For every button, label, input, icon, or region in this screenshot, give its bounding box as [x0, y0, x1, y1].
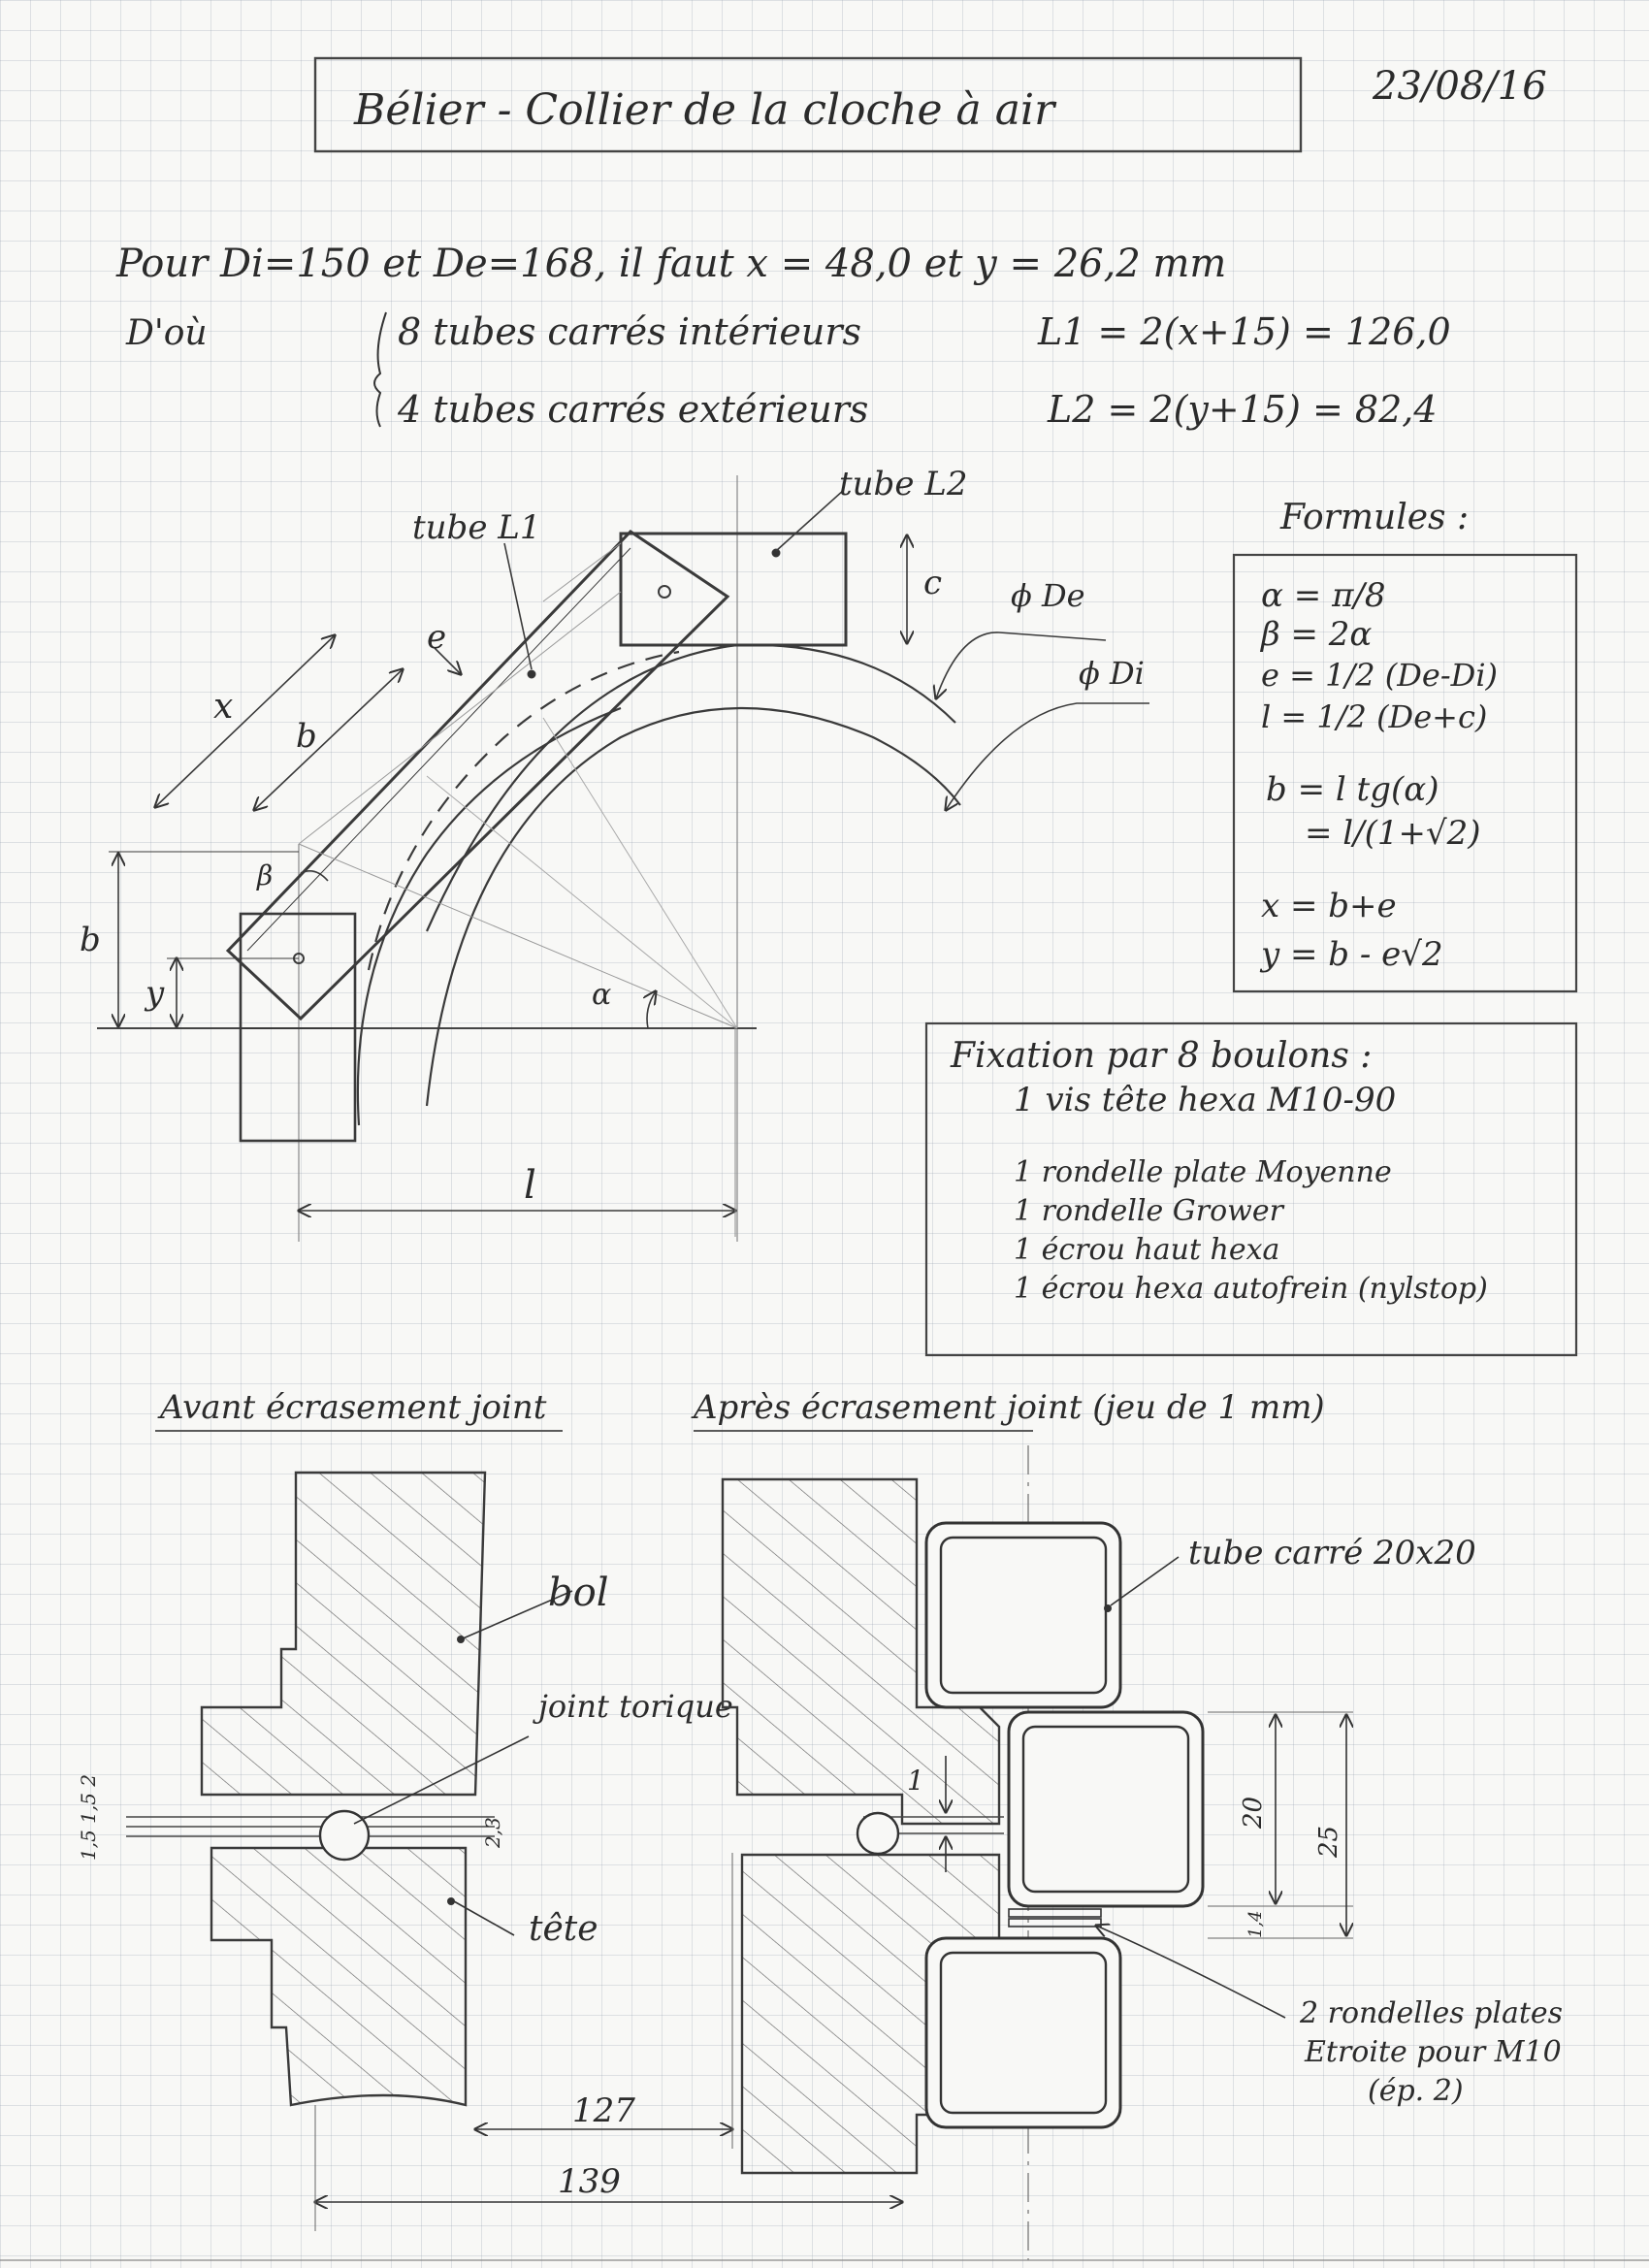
dim-14: 1,4 [1245, 1910, 1266, 1938]
formulas-frame [1232, 553, 1578, 993]
header: Bélier - Collier de la cloche à air 23/0… [313, 56, 1547, 153]
label-tube-l2: tube L2 [839, 465, 967, 503]
page-title: Bélier - Collier de la cloche à air [353, 85, 1057, 135]
dim-20: 20 [1239, 1797, 1268, 1830]
label-beta: β [256, 859, 273, 891]
dim-25: 25 [1314, 1826, 1343, 1859]
title-box [313, 56, 1303, 153]
formulas-title: Formules : [1279, 498, 1469, 537]
intro-text: Pour Di=150 et De=168, il faut x = 48,0 … [115, 242, 1451, 431]
fixation-item: 1 vis tête hexa M10-90 [1014, 1081, 1396, 1119]
fixation-box: Fixation par 8 boulons : 1 vis tête hexa… [924, 1021, 1578, 1357]
intro-row2-formula: L2 = 2(y+15) = 82,4 [1047, 388, 1438, 431]
label-c: c [923, 564, 942, 602]
label-tube-l1: tube L1 [412, 508, 540, 547]
intro-row1-desc: 8 tubes carrés intérieurs [398, 310, 861, 353]
formula-line: y = b - e√2 [1259, 935, 1443, 974]
label-tete: tête [529, 1909, 598, 1949]
label-y: y [144, 974, 165, 1013]
arc-mid-dashed [367, 650, 680, 971]
dim-1: 1 [907, 1765, 924, 1797]
intro-row1-formula: L1 = 2(x+15) = 126,0 [1037, 310, 1451, 353]
dou-label: D'où [125, 313, 208, 353]
dim-right: 2,3 [481, 1817, 504, 1849]
fixation-item: 1 rondelle Grower [1014, 1194, 1285, 1228]
arc-inner [356, 706, 622, 1126]
date: 23/08/16 [1372, 64, 1547, 109]
label-b-vert: b [80, 921, 101, 959]
formula-line: l = 1/2 (De+c) [1261, 698, 1487, 735]
fixation-item: 1 rondelle plate Moyenne [1014, 1155, 1392, 1189]
arc-de [425, 643, 956, 932]
label-b-diag: b [296, 717, 317, 756]
square-tube-top [924, 1521, 1122, 1709]
tube-l1-shape [225, 530, 730, 1021]
geometry-labels: tube L2 tube L1 c e x b b y β α l ϕ De ϕ… [80, 465, 1145, 1208]
formula-line: e = 1/2 (De-Di) [1261, 657, 1498, 694]
dim-left: 1,5 1,5 2 [77, 1774, 100, 1861]
label-joint: joint torique [533, 1688, 733, 1725]
brace [373, 311, 387, 428]
geometry-sketch [97, 475, 1149, 1242]
bol-shape [200, 1471, 487, 1797]
fixation-title: Fixation par 8 boulons : [950, 1036, 1372, 1076]
dim-139: 139 [558, 2162, 621, 2201]
intro-line-1: Pour Di=150 et De=168, il faut x = 48,0 … [115, 242, 1226, 286]
bol-after-shape [721, 1477, 1001, 1826]
section-after-title: Après écrasement joint (jeu de 1 mm) [691, 1388, 1325, 1427]
label-washers-3: (ép. 2) [1368, 2074, 1464, 2108]
formula-line: β = 2α [1259, 615, 1372, 654]
label-phi-de: ϕ De [1011, 577, 1085, 614]
square-tube-bottom [924, 1936, 1122, 2129]
label-alpha: α [592, 978, 611, 1012]
label-x: x [213, 687, 233, 727]
section-before-title: Avant écrasement joint [157, 1388, 547, 1427]
label-l: l [524, 1163, 536, 1208]
formulas-box: Formules : α = π/8 β = 2α e = 1/2 (De-Di… [1232, 498, 1578, 993]
section-after: Après écrasement joint (jeu de 1 mm) [475, 1388, 1563, 2260]
arc-di [425, 707, 961, 1107]
fixation-frame [924, 1021, 1578, 1357]
joint-torique-after [856, 1811, 900, 1856]
formula-line: b = l tg(α) [1266, 770, 1439, 809]
washer [1008, 1918, 1102, 1928]
label-washers-1: 2 rondelles plates [1299, 1996, 1563, 2030]
joint-torique-before [318, 1809, 371, 1862]
dim-127: 127 [572, 2091, 635, 2130]
label-tube: tube carré 20x20 [1188, 1534, 1476, 1572]
intro-row2-desc: 4 tubes carrés extérieurs [397, 388, 868, 431]
label-bol: bol [548, 1571, 608, 1615]
label-phi-di: ϕ Di [1079, 655, 1145, 692]
fixation-item: 1 écrou haut hexa [1014, 1233, 1279, 1267]
formula-line: α = π/8 [1261, 576, 1386, 615]
tube-l2-shape [619, 532, 848, 647]
label-e: e [427, 618, 446, 657]
square-tube-middle [1007, 1710, 1205, 1908]
fixation-item: 1 écrou hexa autofrein (nylstop) [1014, 1272, 1488, 1306]
section-before: Avant écrasement joint 1,5 1,5 2 2,3 bol… [77, 1388, 902, 2231]
tete-shape [210, 1846, 468, 2107]
label-washers-2: Etroite pour M10 [1304, 2035, 1562, 2069]
formula-line: = l/(1+√2) [1305, 814, 1481, 853]
washer [1008, 1908, 1102, 1918]
formula-line: x = b+e [1261, 887, 1397, 925]
